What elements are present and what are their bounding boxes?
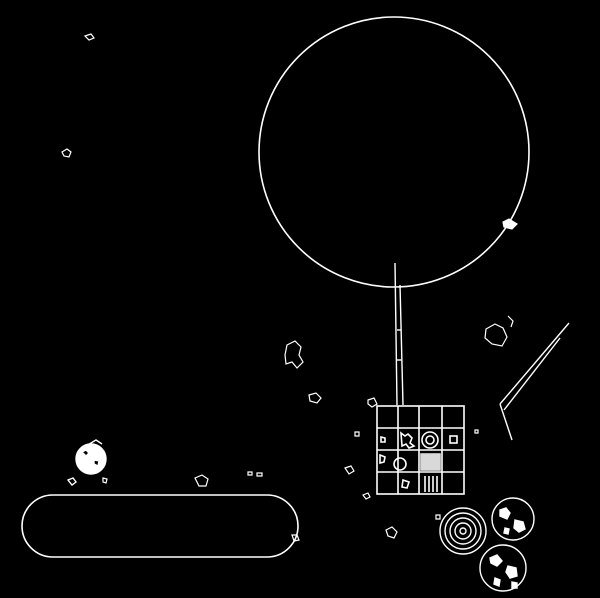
pair-of-textured-circles [479, 497, 535, 592]
diagonal-line-pair [499, 322, 570, 441]
grid-structure [376, 405, 465, 495]
scattered-blob-fragments [61, 33, 518, 542]
vertical-connector-line [394, 262, 404, 406]
small-spotted-sphere [66, 439, 107, 486]
rounded-track-outline [21, 494, 299, 558]
large-circle-outline [258, 16, 530, 288]
concentric-rings [439, 507, 487, 555]
